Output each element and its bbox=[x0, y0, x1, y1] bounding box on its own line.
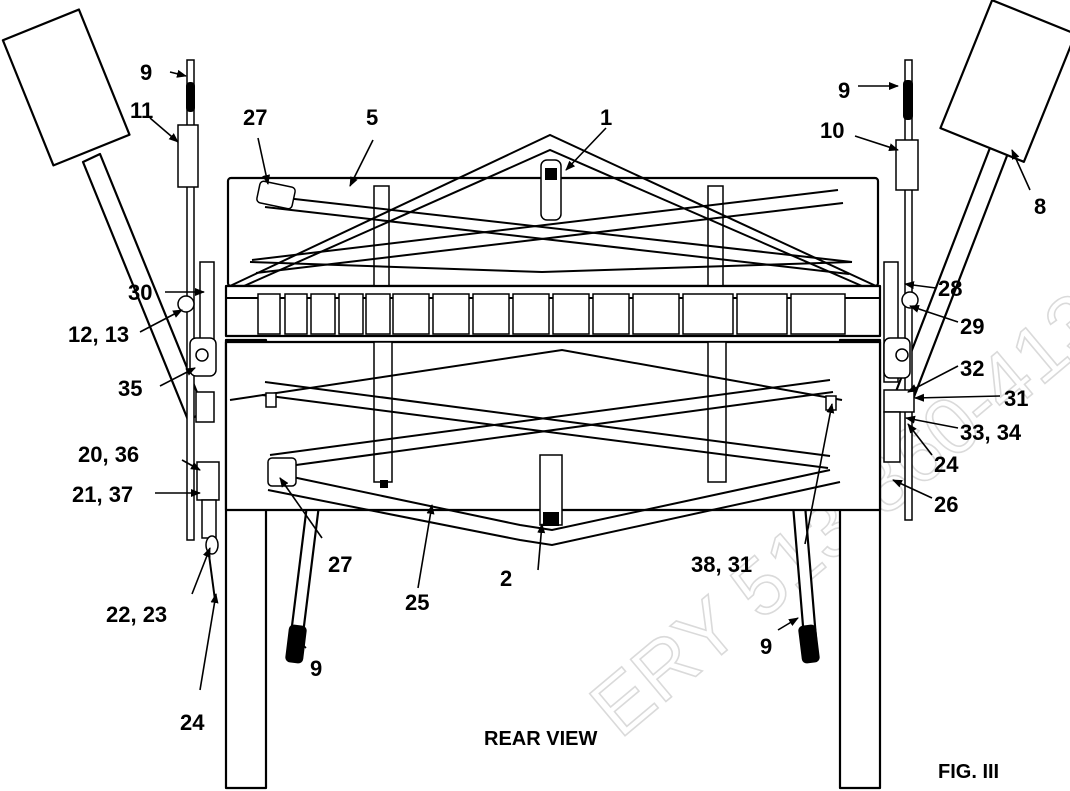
callout-25: 25 bbox=[405, 590, 429, 615]
left-counterweight-handle bbox=[1, 8, 207, 422]
callout-32: 32 bbox=[960, 356, 984, 381]
callout-9-left-top: 9 bbox=[140, 60, 152, 85]
figure-caption: FIG. III bbox=[938, 761, 999, 783]
callout-24-right: 24 bbox=[934, 452, 959, 477]
callout-27-top: 27 bbox=[243, 105, 267, 130]
callout-9-left-bottom: 9 bbox=[310, 656, 322, 681]
callout-24-left: 24 bbox=[180, 710, 205, 735]
callout-21-37: 21, 37 bbox=[72, 482, 133, 507]
callout-27-bottom: 27 bbox=[328, 552, 352, 577]
callout-9-right-bottom: 9 bbox=[760, 634, 772, 659]
callout-arrows bbox=[139, 69, 1031, 691]
callout-29: 29 bbox=[960, 314, 984, 339]
callout-22-23: 22, 23 bbox=[106, 602, 167, 627]
callout-8: 8 bbox=[1034, 194, 1046, 219]
lower-frame bbox=[224, 340, 882, 547]
callout-11: 11 bbox=[130, 98, 153, 123]
callout-10: 10 bbox=[820, 118, 844, 143]
upper-beam bbox=[226, 133, 880, 297]
callout-30: 30 bbox=[128, 280, 152, 305]
callout-31: 31 bbox=[1004, 386, 1028, 411]
view-caption: REAR VIEW bbox=[484, 728, 597, 750]
callout-labels: 9 11 27 5 1 9 10 8 30 12, 13 28 29 35 32… bbox=[68, 60, 1046, 735]
callout-2: 2 bbox=[500, 566, 512, 591]
callout-26: 26 bbox=[934, 492, 958, 517]
callout-1: 1 bbox=[600, 105, 612, 130]
top-left-bolt bbox=[256, 180, 296, 210]
callout-35: 35 bbox=[118, 376, 142, 401]
left-floor-brace bbox=[285, 503, 321, 664]
right-floor-brace bbox=[791, 503, 820, 664]
callout-5: 5 bbox=[366, 105, 378, 130]
callout-33-34: 33, 34 bbox=[960, 420, 1022, 445]
callout-38-31: 38, 31 bbox=[691, 552, 752, 577]
right-side-linkage bbox=[883, 59, 919, 521]
callout-9-right-top: 9 bbox=[838, 78, 850, 103]
finger-blades bbox=[224, 284, 882, 343]
callout-12-13: 12, 13 bbox=[68, 322, 129, 347]
callout-20-36: 20, 36 bbox=[78, 442, 139, 467]
callout-28: 28 bbox=[938, 276, 962, 301]
left-side-linkage bbox=[177, 59, 220, 601]
